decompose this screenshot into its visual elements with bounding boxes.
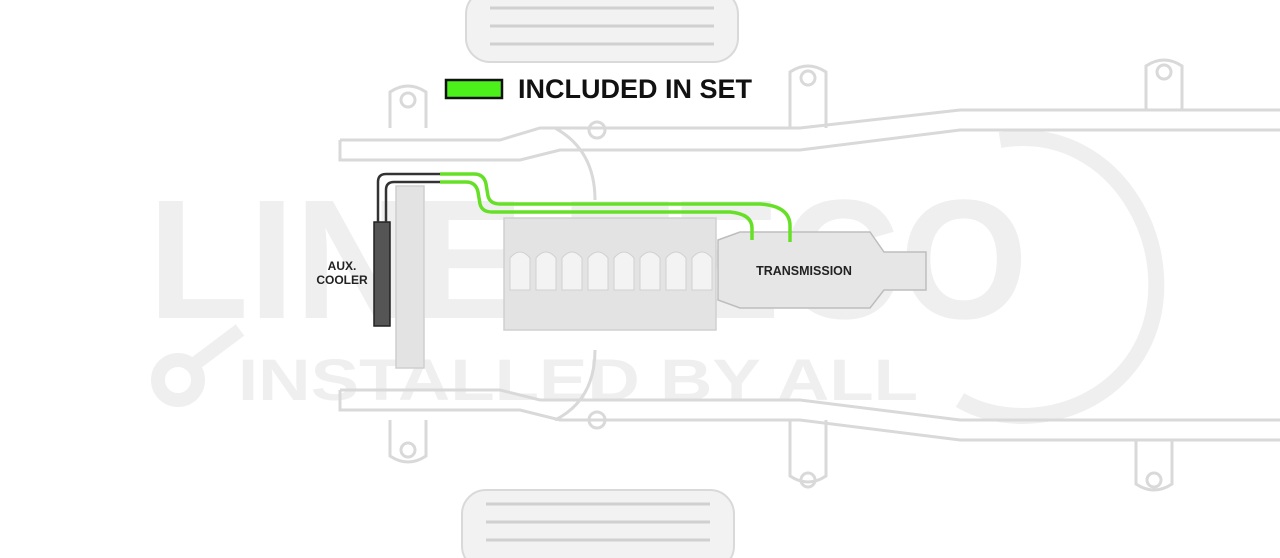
legend-swatch [444,78,504,100]
vehicle-frame [338,58,1280,492]
wrench-icon [151,324,245,407]
legend: INCLUDED IN SET [444,74,753,104]
transmission-label: TRANSMISSION [756,264,852,278]
tire-top [465,0,739,63]
aux-cooler [373,221,391,327]
watermark-swoosh [955,130,1165,424]
radiator [395,185,425,369]
transmission [717,231,927,309]
aux-cooler-label-line2: COOLER [316,273,368,287]
transmission-lines-included [440,172,792,242]
tire-bottom [461,489,735,558]
engine [503,217,717,331]
legend-label: INCLUDED IN SET [518,74,753,104]
cooler-lines-dark [376,172,440,222]
aux-cooler-label-line1: AUX. [328,259,357,273]
